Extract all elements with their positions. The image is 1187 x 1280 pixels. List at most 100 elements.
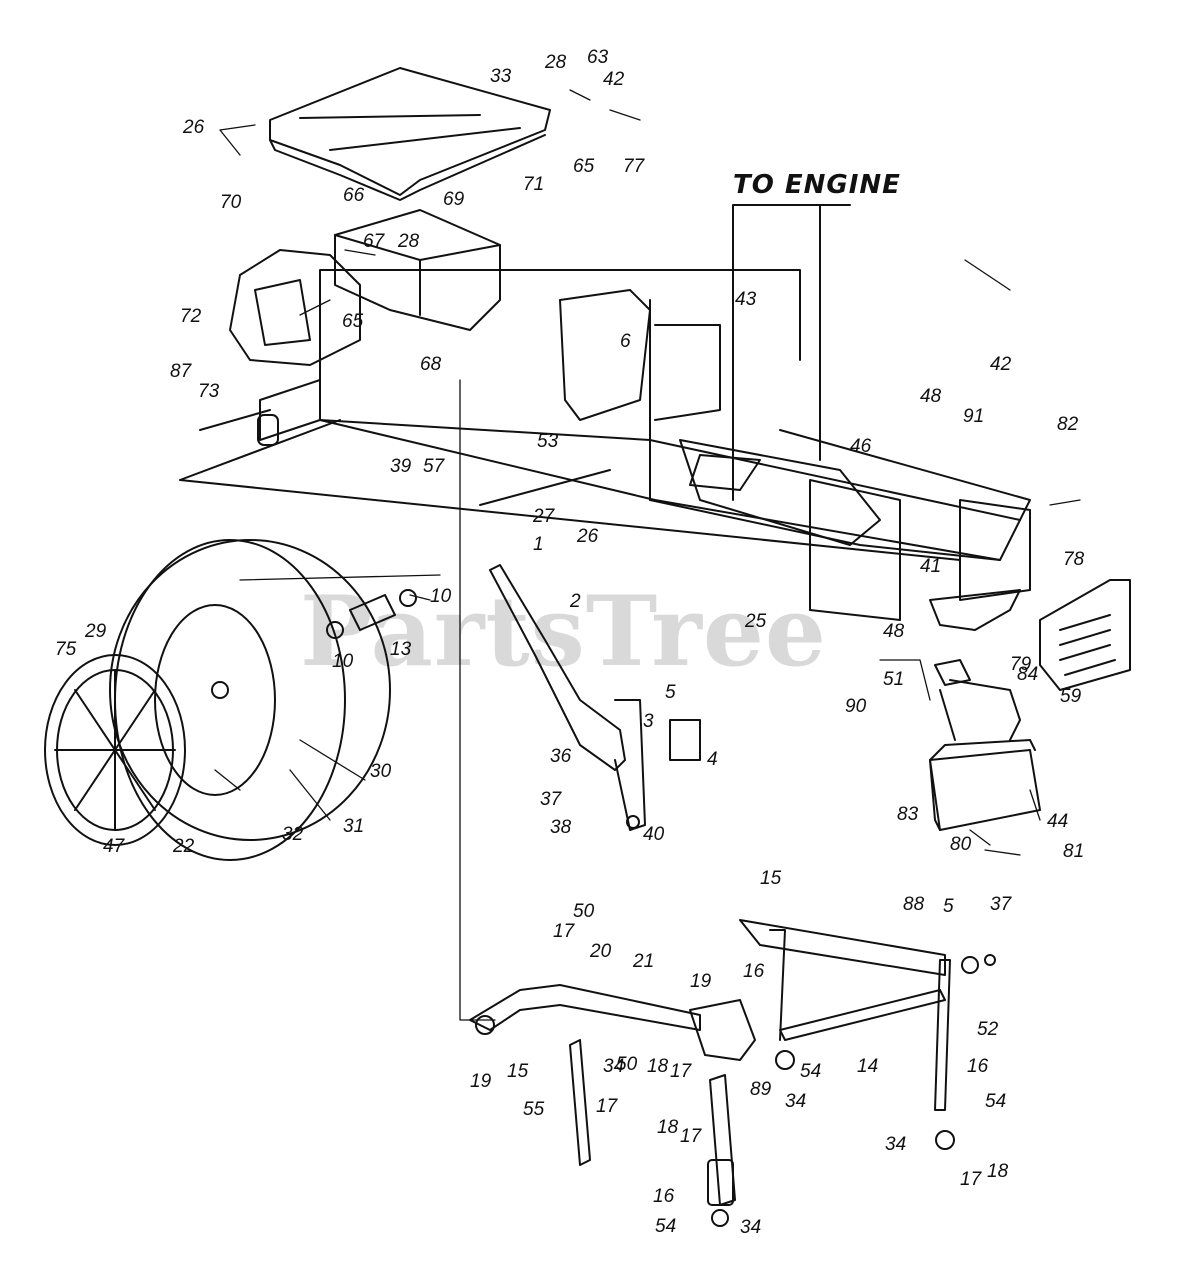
engine-reference-label: TO ENGINE — [733, 170, 901, 200]
callout-54b: 54 — [985, 1091, 1007, 1112]
callout-51: 51 — [883, 669, 905, 690]
callout-19: 19 — [470, 1071, 492, 1092]
callout-79: 79 — [1010, 654, 1032, 675]
callout-10b: 10 — [332, 651, 354, 672]
callout-50b: 50 — [616, 1054, 638, 1075]
callout-48: 48 — [920, 386, 942, 407]
callout-34d: 34 — [603, 1056, 625, 1077]
callout-22: 22 — [173, 836, 195, 857]
callout-80: 80 — [950, 834, 972, 855]
callout-13: 13 — [390, 639, 412, 660]
callout-55: 55 — [523, 1099, 545, 1120]
callout-59: 59 — [1060, 686, 1082, 707]
callout-34c: 34 — [740, 1217, 762, 1238]
callout-27: 27 — [533, 506, 555, 527]
callout-73: 73 — [198, 381, 220, 402]
callout-37: 37 — [540, 789, 562, 810]
spacer — [326, 589, 417, 639]
callout-44: 44 — [1047, 811, 1069, 832]
callout-14: 14 — [857, 1056, 879, 1077]
leader-lines — [214, 89, 1081, 1021]
callout-65b: 65 — [342, 311, 364, 332]
callout-17e: 17 — [960, 1169, 982, 1190]
drag-link — [479, 469, 611, 506]
callout-83: 83 — [897, 804, 919, 825]
callout-18c: 18 — [987, 1161, 1009, 1182]
callout-48b: 48 — [883, 621, 905, 642]
callout-6: 6 — [620, 331, 631, 352]
callout-42: 42 — [603, 69, 625, 90]
callout-42b: 42 — [990, 354, 1012, 375]
callout-75: 75 — [55, 639, 77, 660]
callout-16: 16 — [743, 961, 765, 982]
callout-17: 17 — [553, 921, 575, 942]
callout-38: 38 — [550, 817, 572, 838]
callout-15b: 15 — [507, 1061, 529, 1082]
callout-18: 18 — [647, 1056, 669, 1077]
callout-32: 32 — [282, 824, 304, 845]
callout-72: 72 — [180, 306, 202, 327]
callout-16c: 16 — [653, 1186, 675, 1207]
callout-39: 39 — [390, 456, 412, 477]
callout-65: 65 — [573, 156, 595, 177]
callout-1: 1 — [533, 534, 544, 555]
frame — [179, 269, 1031, 621]
callout-29: 29 — [85, 621, 107, 642]
callout-3: 3 — [643, 711, 654, 732]
callout-71: 71 — [523, 174, 545, 195]
muffler — [929, 659, 1041, 831]
callout-87: 87 — [170, 361, 192, 382]
callout-68: 68 — [420, 354, 442, 375]
callout-53: 53 — [537, 431, 559, 452]
callout-91: 91 — [963, 406, 985, 427]
callout-43: 43 — [735, 289, 757, 310]
callout-4: 4 — [707, 749, 718, 770]
callout-88: 88 — [903, 894, 925, 915]
callout-33: 33 — [490, 66, 512, 87]
callout-37b: 37 — [990, 894, 1012, 915]
callout-25: 25 — [745, 611, 767, 632]
callout-84: 84 — [1017, 664, 1039, 685]
callout-78: 78 — [1063, 549, 1085, 570]
callout-5b: 5 — [943, 896, 954, 917]
callout-41: 41 — [920, 556, 942, 577]
dash-panel — [229, 249, 361, 366]
callout-20: 20 — [590, 941, 612, 962]
pedal-bracket — [559, 289, 651, 421]
front-axle — [199, 379, 321, 446]
callout-46: 46 — [850, 436, 872, 457]
callout-47: 47 — [103, 836, 125, 857]
callout-89: 89 — [750, 1079, 772, 1100]
callout-54c: 54 — [655, 1216, 677, 1237]
callout-17d: 17 — [680, 1126, 702, 1147]
callout-34: 34 — [785, 1091, 807, 1112]
callout-21: 21 — [633, 951, 655, 972]
pedal — [489, 564, 701, 831]
callout-18b: 18 — [657, 1117, 679, 1138]
callout-63: 63 — [587, 47, 609, 68]
callout-82: 82 — [1057, 414, 1079, 435]
callout-17c: 17 — [596, 1096, 618, 1117]
lift-linkage — [469, 919, 996, 1227]
callout-17b: 17 — [670, 1061, 692, 1082]
callout-34b: 34 — [885, 1134, 907, 1155]
callout-50: 50 — [573, 901, 595, 922]
callout-26: 26 — [183, 117, 205, 138]
callout-57: 57 — [423, 456, 445, 477]
callout-67: 67 — [363, 231, 385, 252]
hubcap — [44, 654, 186, 846]
callout-28b: 28 — [398, 231, 420, 252]
callout-77: 77 — [623, 156, 645, 177]
callout-28: 28 — [545, 52, 567, 73]
callout-19b: 19 — [690, 971, 712, 992]
muffler-bracket — [929, 589, 1021, 631]
callout-81: 81 — [1063, 841, 1085, 862]
callout-30: 30 — [370, 761, 392, 782]
seat-plate — [269, 67, 551, 201]
callout-40: 40 — [643, 824, 665, 845]
callout-90: 90 — [845, 696, 867, 717]
callout-54: 54 — [800, 1061, 822, 1082]
callout-70: 70 — [220, 192, 242, 213]
